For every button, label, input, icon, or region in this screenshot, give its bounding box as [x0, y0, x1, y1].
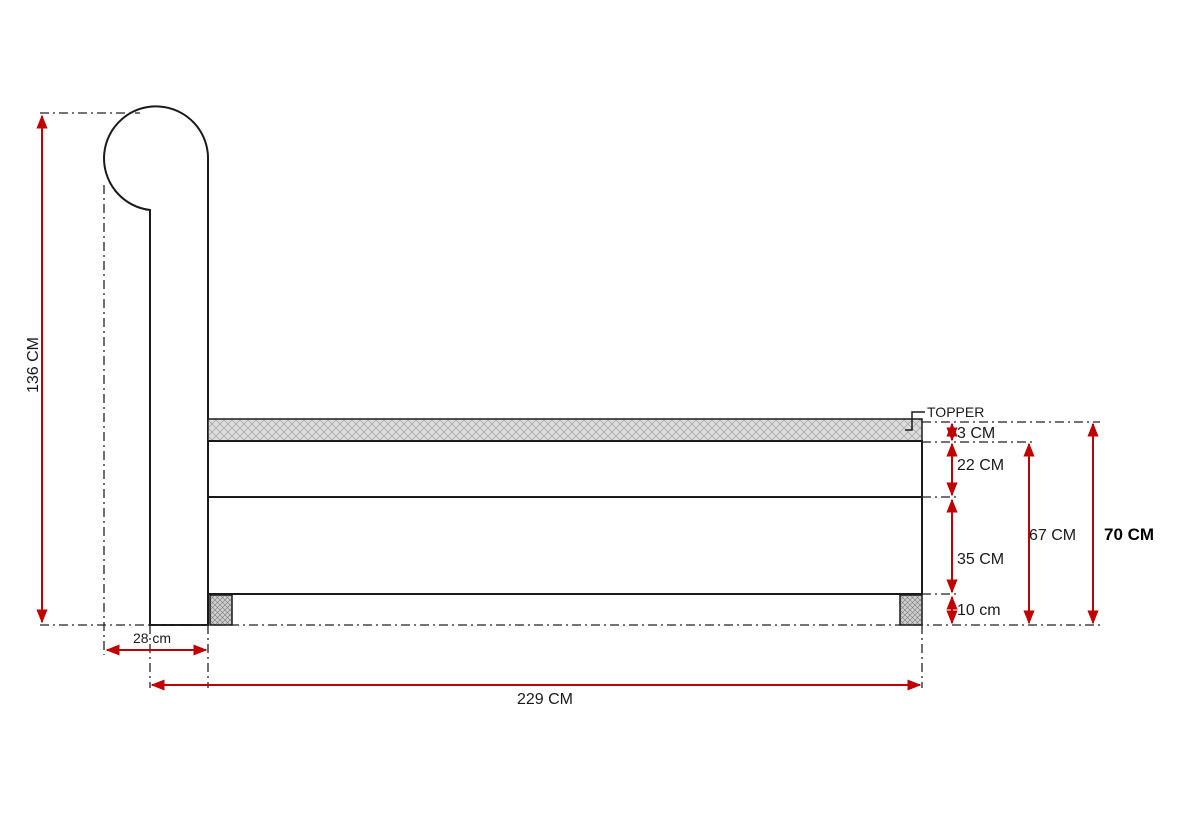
- label-height-no-topper: 67 CM: [1029, 527, 1076, 544]
- bed-body: [207, 418, 923, 626]
- topper-leader-line: [905, 411, 925, 431]
- label-total-height: 136 CM: [25, 337, 42, 393]
- label-headboard-depth: 28 cm: [133, 630, 171, 646]
- topper: [207, 418, 923, 442]
- label-topper-height: 3 CM: [957, 425, 995, 442]
- headboard-outline: [103, 105, 210, 626]
- headboard: [103, 105, 210, 626]
- topper-label: TOPPER: [927, 404, 984, 420]
- label-base-height: 35 CM: [957, 551, 1004, 568]
- label-height-with-topper: 70 CM: [1104, 525, 1154, 544]
- leg-right: [899, 594, 923, 626]
- leg-left: [209, 594, 233, 626]
- label-total-length: 229 CM: [517, 691, 573, 708]
- box-spring-base: [207, 496, 923, 595]
- label-legs-height: 10 cm: [957, 602, 1001, 619]
- extension-lines: [40, 112, 1100, 688]
- dimension-arrows: [36, 114, 1099, 691]
- label-mattress-height: 22 CM: [957, 457, 1004, 474]
- mattress: [207, 440, 923, 498]
